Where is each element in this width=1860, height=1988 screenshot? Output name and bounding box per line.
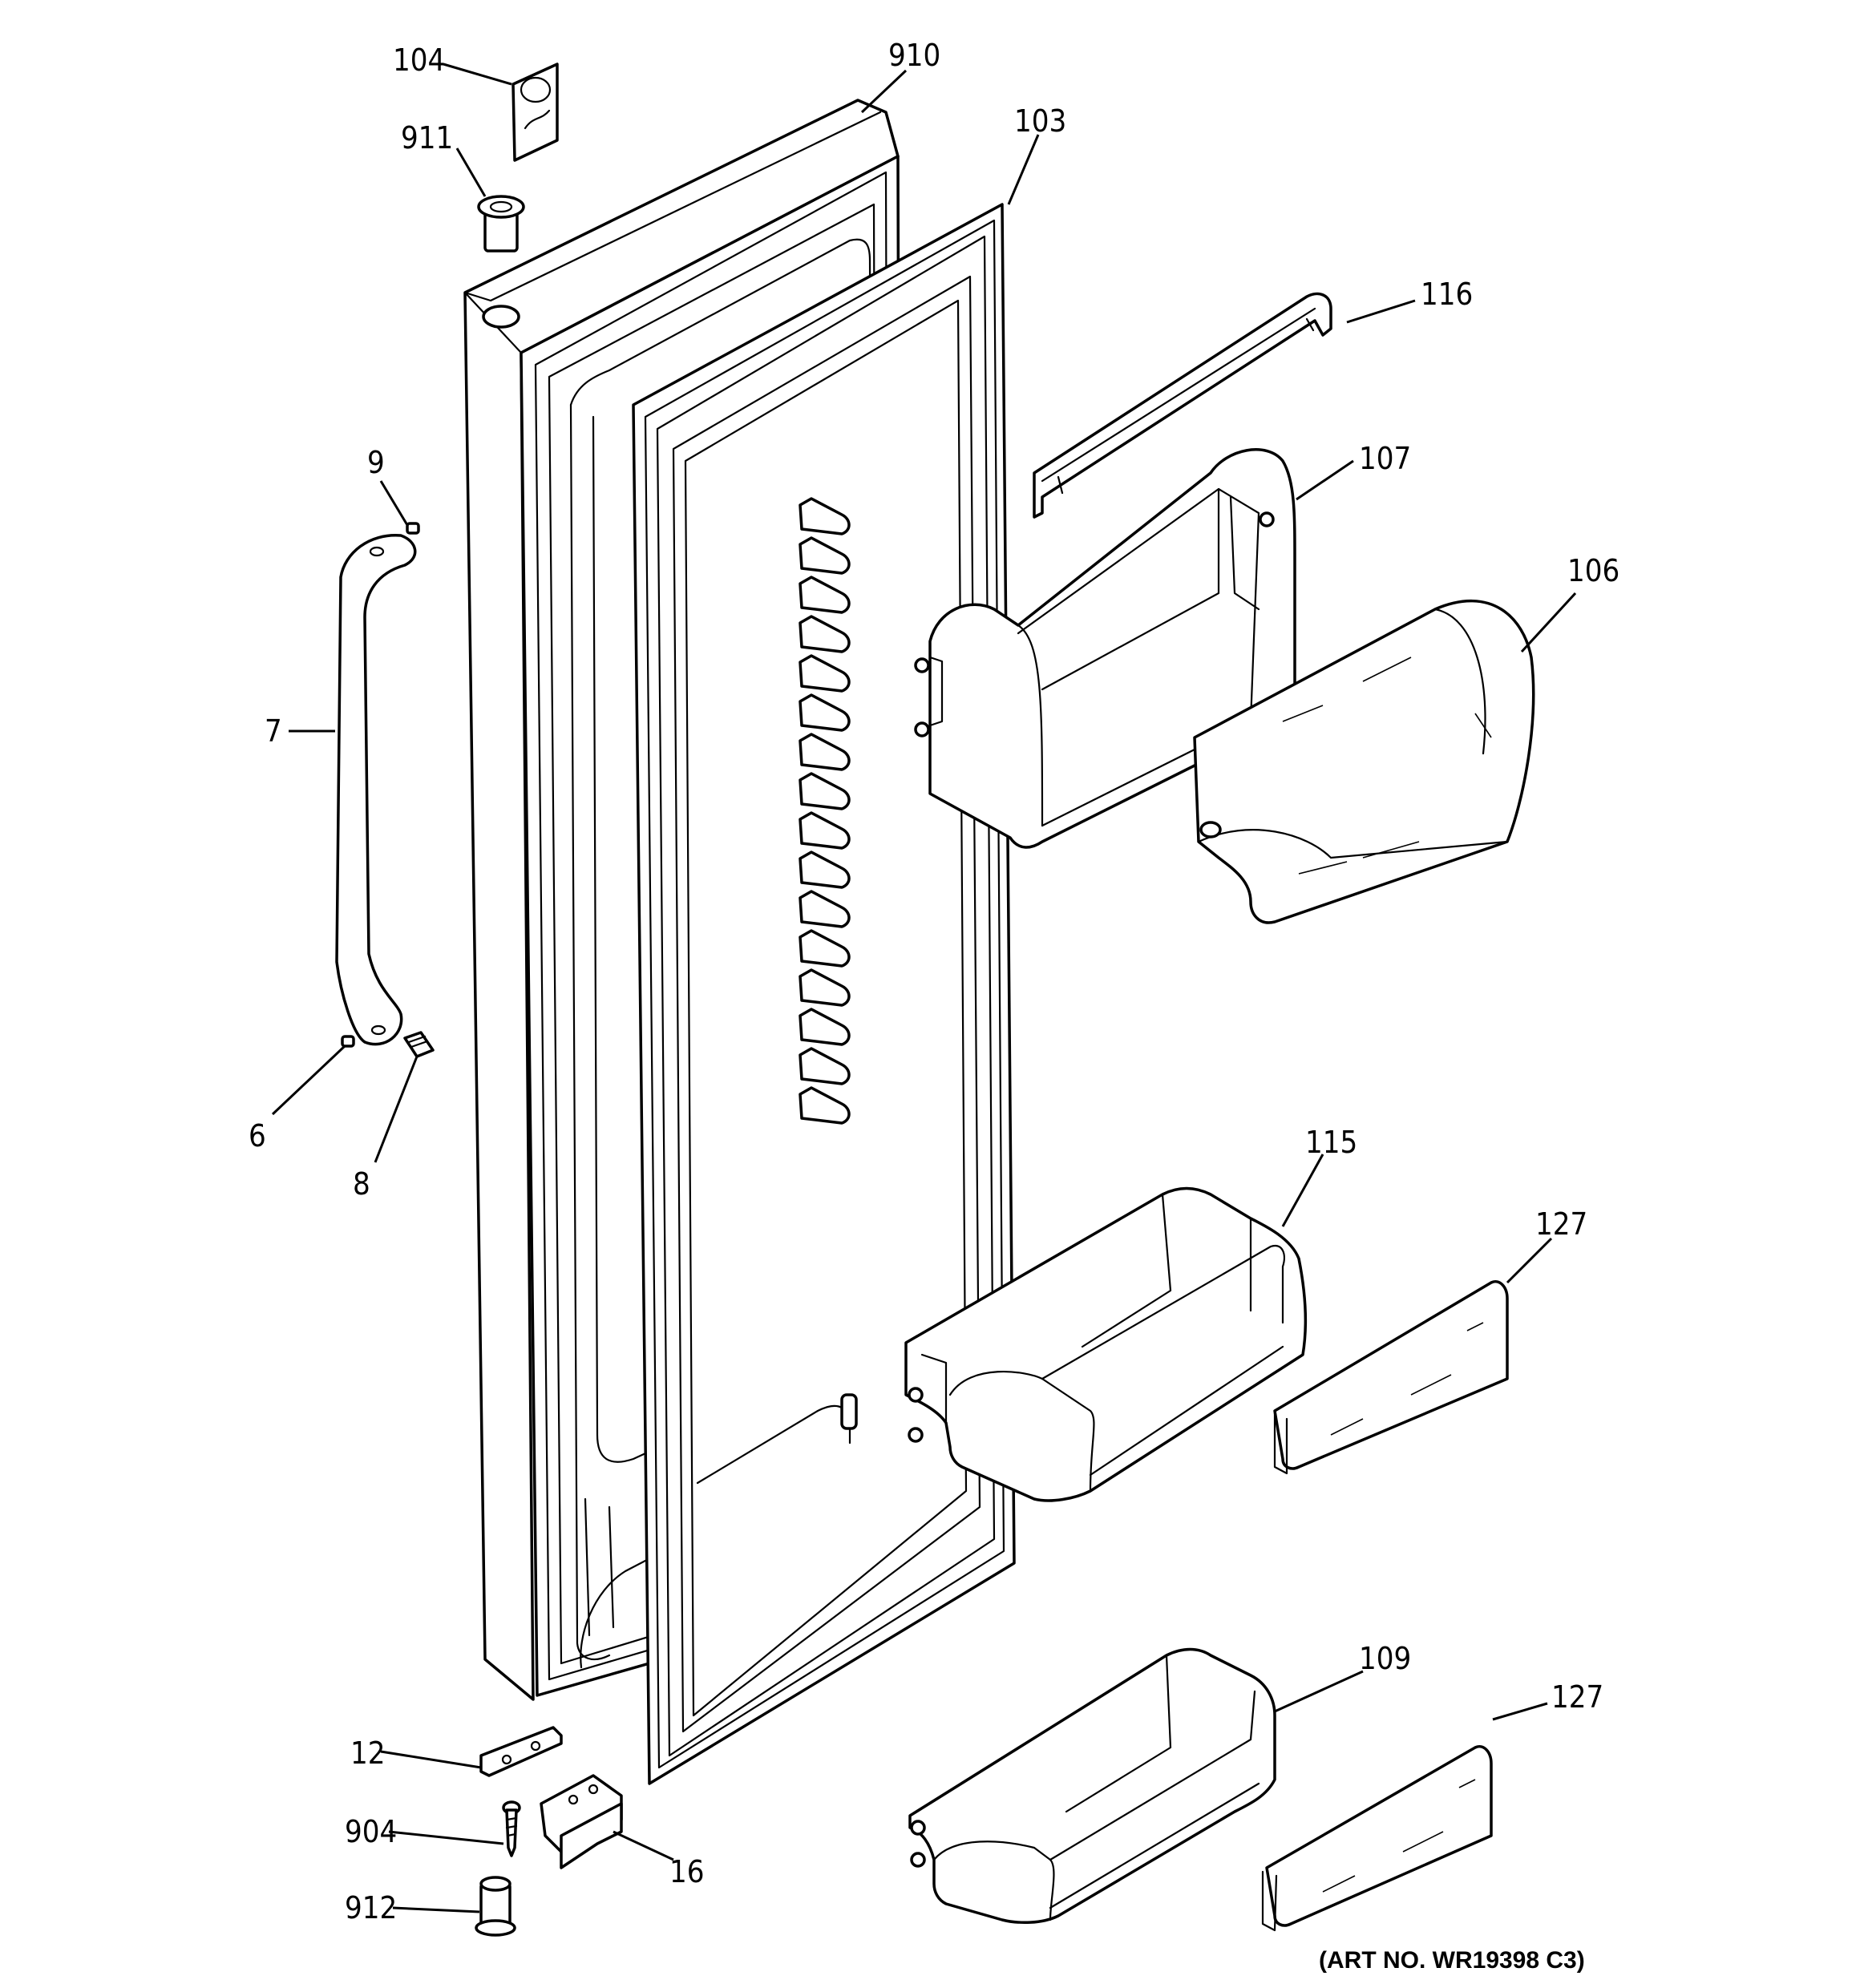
- callout-104: 104: [393, 42, 445, 78]
- callout-127-lower: 127: [1551, 1679, 1603, 1715]
- shelf-clip: [799, 890, 851, 928]
- callout-116: 116: [1421, 277, 1473, 312]
- callout-12: 12: [350, 1735, 386, 1771]
- shelf-clip: [799, 772, 851, 810]
- hinge-plate-12: [479, 1726, 563, 1777]
- callout-912: 912: [345, 1890, 397, 1925]
- shelf-clip: [799, 536, 851, 575]
- art-number: (ART NO. WR19398 C3): [1319, 1947, 1585, 1974]
- shelf-clip: [799, 1047, 851, 1085]
- shelf-clip: [799, 968, 851, 1007]
- callout-8: 8: [353, 1166, 370, 1202]
- bushing-911: [477, 195, 525, 253]
- callout-16: 16: [669, 1854, 705, 1889]
- bushing-912: [475, 1876, 516, 1937]
- callout-9: 9: [367, 445, 385, 480]
- cover-106: [1193, 600, 1535, 924]
- callout-106: 106: [1567, 553, 1619, 588]
- shelf-clip: [799, 1008, 851, 1046]
- shelf-clip: [799, 811, 851, 850]
- shelf-clip: [799, 851, 851, 889]
- shelf-clip: [799, 929, 851, 968]
- rail-116: [1033, 292, 1332, 519]
- callout-6: 6: [249, 1118, 266, 1154]
- cover-127-lower: [1261, 1745, 1493, 1932]
- screw-9: [406, 522, 420, 535]
- shelf-clip: [799, 1086, 851, 1125]
- handle-7: [335, 534, 417, 1046]
- liner-slot: [840, 1393, 858, 1430]
- shelf-clips: [799, 497, 851, 1125]
- shelf-clip: [799, 615, 851, 653]
- callout-910: 910: [888, 38, 940, 73]
- shelf-clip: [799, 497, 851, 535]
- callout-107: 107: [1359, 441, 1411, 476]
- bin-109: [908, 1647, 1276, 1925]
- screw-6: [341, 1035, 355, 1048]
- callout-904: 904: [345, 1814, 397, 1849]
- callout-labels: 104 910 911 103 116 107 9 106 7 6 8 115 …: [249, 38, 1619, 1925]
- callout-911: 911: [401, 120, 453, 156]
- leader-lines: [271, 63, 1577, 1913]
- callout-7: 7: [265, 713, 282, 749]
- screw-904: [502, 1800, 521, 1857]
- cover-127-upper: [1273, 1280, 1509, 1475]
- callout-109: 109: [1359, 1641, 1411, 1676]
- callout-103: 103: [1014, 103, 1066, 139]
- stud-8: [403, 1031, 435, 1058]
- callout-115: 115: [1305, 1125, 1357, 1160]
- shelf-clip: [799, 733, 851, 771]
- shelf-clip: [799, 693, 851, 732]
- bin-115: [904, 1186, 1308, 1502]
- badge-104: [512, 63, 559, 162]
- callout-127-upper: 127: [1535, 1206, 1587, 1242]
- shelf-clip: [799, 654, 851, 693]
- hinge-bracket-16: [540, 1774, 623, 1869]
- shelf-clip: [799, 576, 851, 614]
